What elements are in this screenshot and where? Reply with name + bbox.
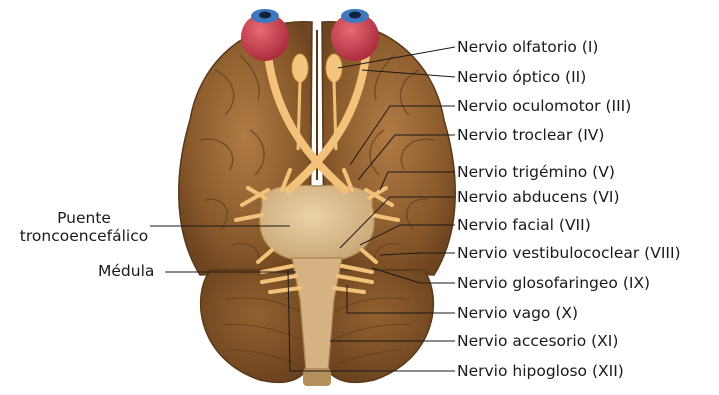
pons xyxy=(260,185,375,262)
nerve-label-vagus: Nervio vago (X) xyxy=(457,304,578,322)
nerve-label-glossopharyngeal: Nervio glosofaringeo (IX) xyxy=(457,274,650,292)
nerve-label-abducens: Nervio abducens (VI) xyxy=(457,188,620,206)
nerve-label-olfactory: Nervio olfatorio (I) xyxy=(457,38,598,56)
nerve-label-trigeminal: Nervio trigémino (V) xyxy=(457,163,615,181)
nerve-label-accessory: Nervio accesorio (XI) xyxy=(457,332,618,350)
pons-label: Puente troncoencefálico xyxy=(14,209,154,245)
nerve-label-facial: Nervio facial (VII) xyxy=(457,216,591,234)
medulla-label: Médula xyxy=(98,262,154,280)
pons-label-line1: Puente xyxy=(14,209,154,227)
nerve-label-trochlear: Nervio troclear (IV) xyxy=(457,126,604,144)
nerve-label-hypoglossal: Nervio hipogloso (XII) xyxy=(457,362,624,380)
nerve-label-vestibulocochlear: Nervio vestibulococlear (VIII) xyxy=(457,244,681,262)
nerve-label-oculomotor: Nervio oculomotor (III) xyxy=(457,97,631,115)
pons-label-line2: troncoencefálico xyxy=(14,227,154,245)
nerve-label-optic: Nervio óptico (II) xyxy=(457,68,586,86)
